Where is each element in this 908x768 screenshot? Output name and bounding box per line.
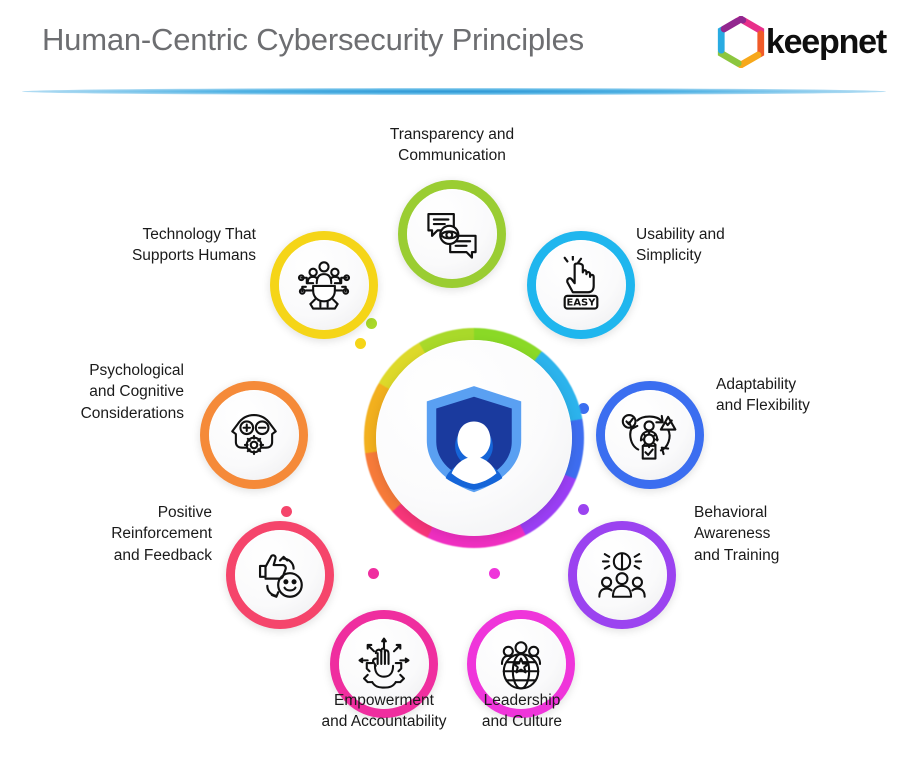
hub-inner-face [376,340,572,536]
svg-text:EASY: EASY [567,297,597,308]
label-behavioral: Behavioral Awareness and Training [694,504,780,564]
connector-dot [578,403,589,414]
connector-dot [366,318,377,329]
node-positive[interactable] [226,521,334,629]
connector-dot [368,568,379,579]
thumbs-up-smiley-cycle-icon [251,546,309,604]
cycle-person-gear-icon [621,406,679,464]
node-technology[interactable] [270,231,378,339]
node-face-psychological [209,390,299,480]
node-leadership[interactable] [467,610,575,718]
node-empowerment[interactable] [330,610,438,718]
label-technology: Technology That Supports Humans [131,226,256,265]
gear-people-circuit-icon [295,256,353,314]
label-leadership: Leadership and Culture [481,692,563,731]
brand-logo: keepnet [715,15,887,69]
node-face-transparency [407,189,497,279]
label-transparency: Transparency and Communication [389,126,515,165]
header-divider [22,88,886,95]
connector-dot [355,338,366,349]
connector-dot [578,504,589,515]
node-behavioral[interactable] [568,521,676,629]
header: Human-Centric Cybersecurity Principles k… [0,0,908,96]
node-psychological[interactable] [200,381,308,489]
logo-wordmark: keepnet [765,23,887,61]
node-face-technology [279,240,369,330]
label-empowerment: Empowerment and Accountability [321,692,447,731]
fist-gear-arrows-icon [355,635,413,693]
hand-click-easy-button-icon: EASY [552,256,610,314]
node-face-empowerment [339,619,429,709]
center-hub[interactable] [364,328,584,548]
label-adaptability: Adaptability and Flexibility [716,376,810,415]
label-usability: Usability and Simplicity [636,226,725,265]
shield-person-icon [415,379,533,497]
label-psychological: Psychological and Cognitive Consideratio… [80,362,184,422]
node-adaptability[interactable] [596,381,704,489]
two-heads-gear-plus-minus-icon [225,406,283,464]
node-face-adaptability [605,390,695,480]
label-positive: Positive Reinforcement and Feedback [111,504,212,564]
hexagon-spiral-logo-icon [715,15,767,69]
node-face-leadership [476,619,566,709]
node-usability[interactable]: EASY [527,231,635,339]
node-transparency[interactable] [398,180,506,288]
globe-people-star-icon [492,635,550,693]
page-title: Human-Centric Cybersecurity Principles [42,22,584,57]
chat-bubbles-eye-icon [423,205,481,263]
connector-dot [489,568,500,579]
node-face-usability: EASY [536,240,626,330]
node-face-behavioral [577,530,667,620]
node-face-positive [235,530,325,620]
principles-diagram: Transparency and Communication EASY Usab… [0,96,908,768]
connector-dot [281,506,292,517]
brain-people-icon [593,546,651,604]
